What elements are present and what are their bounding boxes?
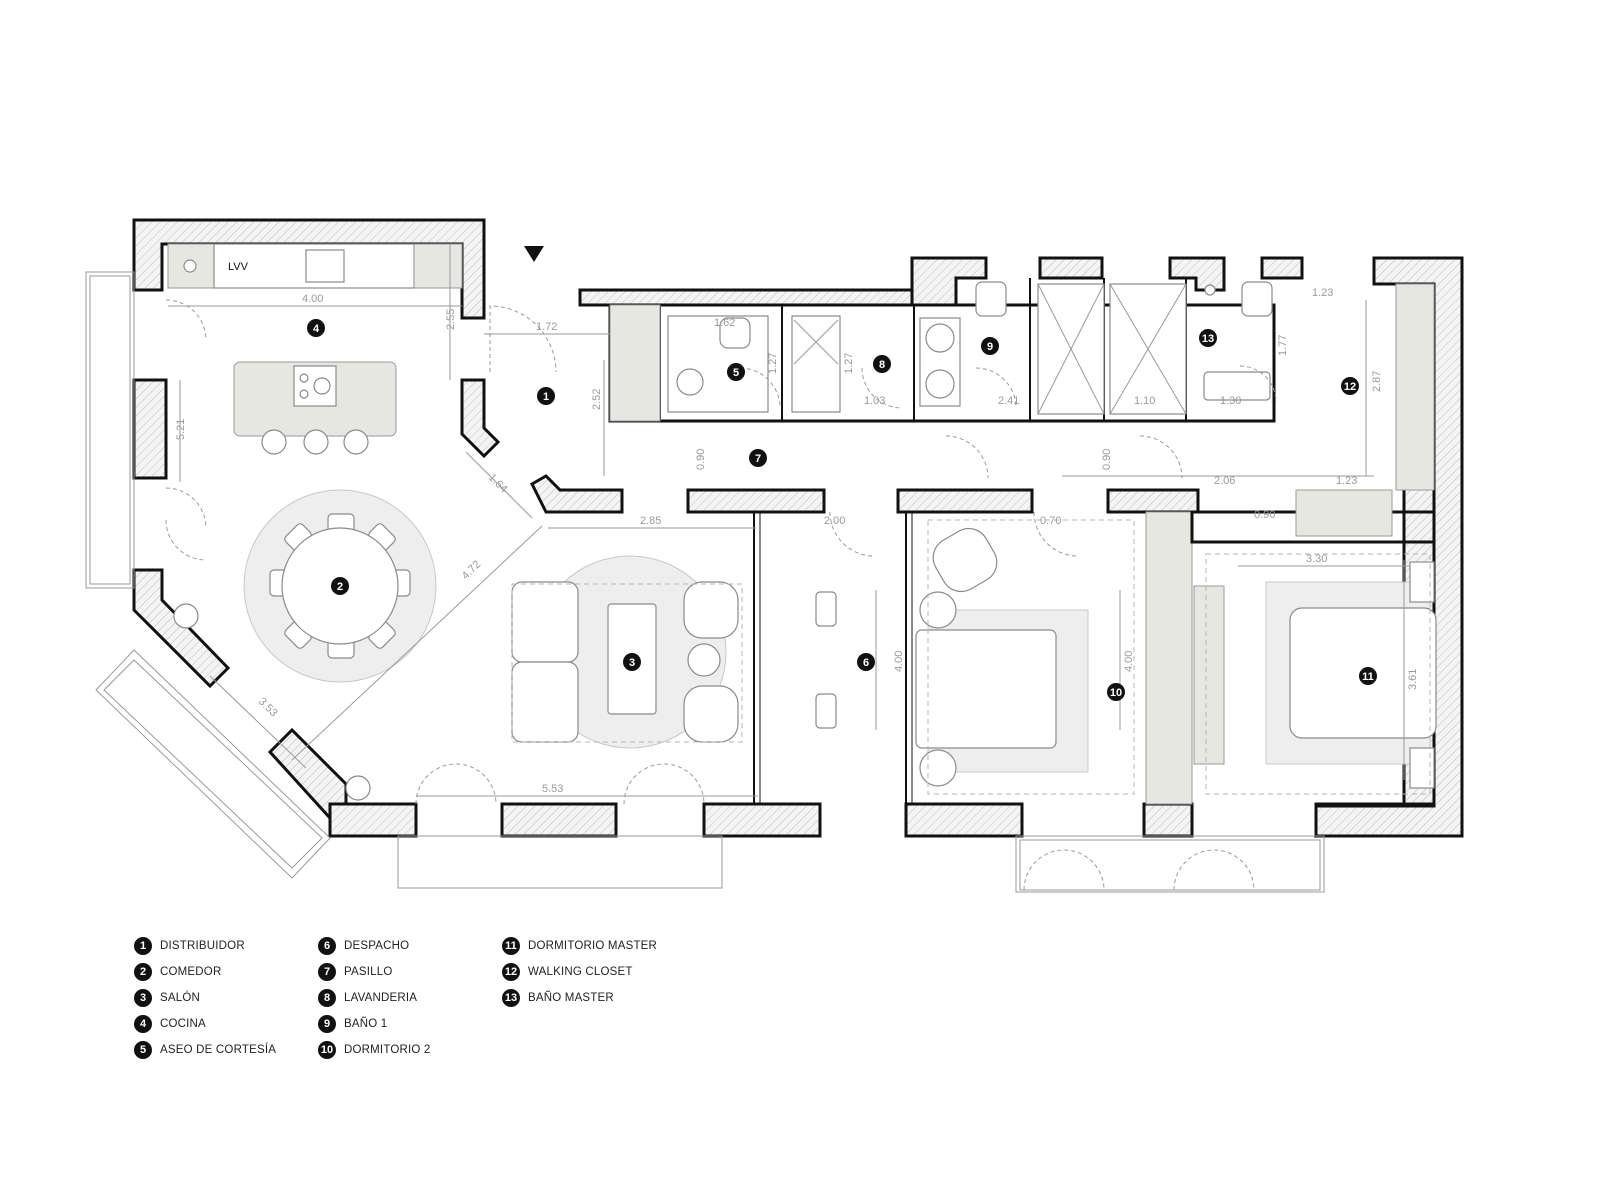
- svg-text:2: 2: [337, 581, 343, 593]
- svg-text:7: 7: [755, 453, 761, 465]
- room-badge-5: 5: [727, 363, 745, 381]
- room-badge-12: 12: [1341, 377, 1359, 395]
- svg-text:5: 5: [733, 367, 739, 379]
- kitchen-lvv-label: LVV: [228, 261, 249, 273]
- room-badge-11: 11: [1359, 667, 1377, 685]
- svg-text:6: 6: [863, 657, 869, 669]
- dim-wc-top: 1.23: [1312, 287, 1333, 299]
- living: [511, 555, 743, 749]
- room-badge-3: 3: [623, 653, 641, 671]
- svg-text:3: 3: [629, 657, 635, 669]
- dim-entry-depth: 2.52: [591, 389, 603, 410]
- entrance-arrow-icon: [524, 246, 544, 262]
- dim-wc-depth: 2.87: [1371, 371, 1383, 392]
- room-badge-13: 13: [1199, 329, 1217, 347]
- dim-bm-depth: 1.77: [1277, 335, 1289, 356]
- dimension-labels: 4.00 2.55 1.72 2.52 5.21 1.64 4.72 3.53 …: [175, 287, 1419, 795]
- dimension-lines: [168, 244, 1410, 797]
- bathrooms: [609, 281, 1273, 422]
- svg-text:11: 11: [1362, 671, 1374, 683]
- door-swings: [165, 299, 1277, 891]
- svg-text:10: 10: [1110, 687, 1122, 699]
- dim-pasillo-a: 0.90: [695, 449, 707, 470]
- room-badge-7: 7: [749, 449, 767, 467]
- room-badge-8: 8: [873, 355, 891, 373]
- dim-dining-bottom: 3.53: [256, 696, 280, 720]
- dim-despacho-w: 2.00: [824, 515, 845, 527]
- room-badge-2: 2: [331, 577, 349, 595]
- dim-living-bottom: 5.53: [542, 783, 563, 795]
- dim-pasillo-b: 0.90: [1101, 449, 1113, 470]
- office: [815, 591, 837, 729]
- room-badges: 1 2 3 4 5 6 7 8 9 10 11 12 13: [307, 319, 1377, 701]
- room-badge-1: 1: [537, 387, 555, 405]
- svg-text:4: 4: [313, 323, 320, 335]
- master-bedroom: [1193, 553, 1437, 795]
- room-badge-6: 6: [857, 653, 875, 671]
- balconies: [85, 271, 1325, 893]
- dim-lav-depth: 1.27: [843, 353, 855, 374]
- dim-dorm2-door: 0.70: [1040, 515, 1061, 527]
- kitchen: [167, 243, 463, 455]
- room-badge-9: 9: [981, 337, 999, 355]
- svg-text:9: 9: [987, 341, 993, 353]
- dim-lav-width: 1.03: [864, 395, 885, 407]
- dim-aseo-depth: 1.27: [767, 353, 779, 374]
- dim-bm-b: 1.30: [1220, 395, 1241, 407]
- dim-bm-a: 1.10: [1134, 395, 1155, 407]
- dim-aseo-width: 1.62: [714, 317, 735, 329]
- dim-living-top: 2.85: [640, 515, 661, 527]
- interior-walls: [460, 278, 1436, 805]
- bedroom-2: [915, 519, 1135, 795]
- dim-kitchen-depth: 2.55: [445, 309, 457, 330]
- room-badge-10: 10: [1107, 683, 1125, 701]
- dim-wc-right: 1.23: [1336, 475, 1357, 487]
- svg-text:13: 13: [1202, 333, 1214, 345]
- svg-text:8: 8: [879, 359, 885, 371]
- svg-text:1: 1: [543, 391, 549, 403]
- dim-kitchen-width: 4.00: [302, 293, 323, 305]
- dim-despacho-h: 4.00: [893, 651, 905, 672]
- dim-bath1-width: 2.41: [998, 395, 1019, 407]
- dim-master-h: 3.61: [1407, 669, 1419, 690]
- room-badge-4: 4: [307, 319, 325, 337]
- dim-dorm2-h: 4.00: [1123, 651, 1135, 672]
- dim-master-door: 0.90: [1254, 509, 1275, 521]
- dim-entry-width: 1.72: [536, 321, 557, 333]
- dim-wc-mid: 2.06: [1214, 475, 1235, 487]
- dim-master-w: 3.30: [1306, 553, 1327, 565]
- dim-diag-living: 4.72: [460, 558, 484, 582]
- svg-text:12: 12: [1344, 381, 1356, 393]
- dim-living-left: 5.21: [175, 419, 187, 440]
